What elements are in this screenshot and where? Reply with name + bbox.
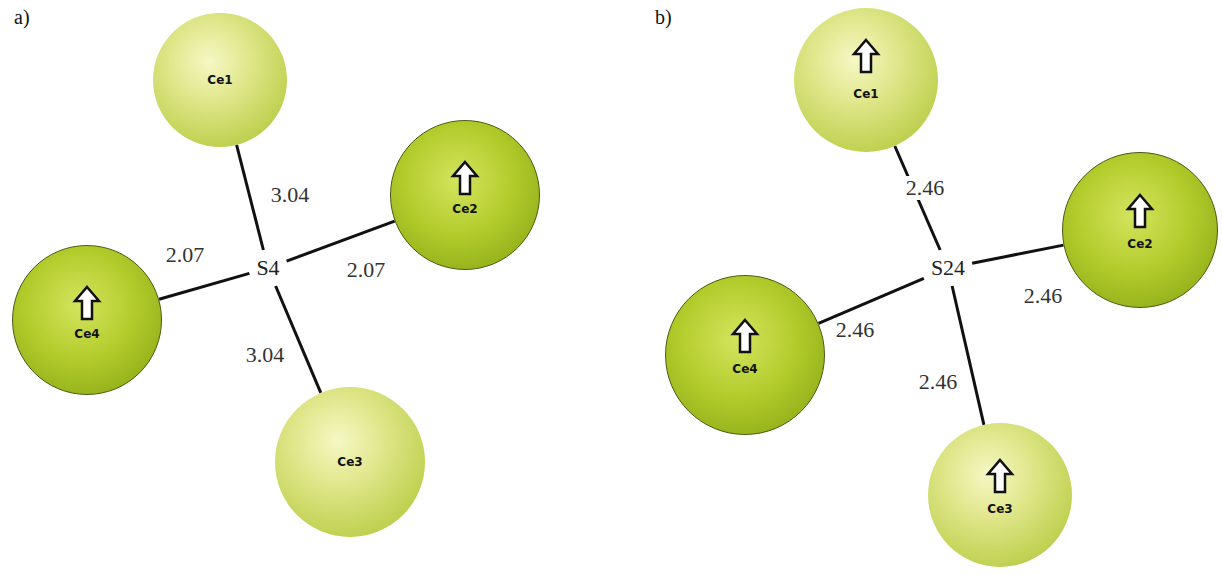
atom-label: Ce2: [1127, 237, 1152, 251]
atom-label: Ce3: [337, 455, 362, 469]
bond-length: 2.46: [904, 176, 947, 200]
bond-line: [159, 273, 249, 299]
cerium-atom: Ce2: [390, 120, 540, 270]
atom-label: Ce1: [207, 73, 232, 87]
atom-label: Ce3: [987, 502, 1012, 516]
atom-label: Ce4: [732, 362, 757, 376]
bond-line: [952, 286, 984, 425]
cerium-atom: Ce2: [1062, 152, 1218, 308]
bond-length: 3.04: [269, 183, 312, 207]
site-label: S4: [256, 255, 279, 280]
bond-line: [972, 245, 1063, 263]
site-label: S24: [931, 255, 965, 280]
atom-label: Ce1: [853, 87, 878, 101]
bond-line: [237, 145, 264, 250]
panel-label: b): [655, 6, 672, 29]
panel-label: a): [14, 6, 30, 29]
bond-length: 2.07: [164, 243, 207, 267]
bond-length: 2.46: [1022, 284, 1065, 308]
bond-line: [276, 286, 321, 393]
cerium-atom: Ce4: [12, 245, 162, 395]
bond-length: 3.04: [244, 343, 287, 367]
bond-line: [819, 278, 924, 323]
bond-line: [287, 221, 395, 261]
sulfur-site: S4: [252, 253, 283, 283]
bond-length: 2.46: [917, 370, 960, 394]
cerium-atom: Ce4: [665, 275, 825, 435]
bond-length: 2.07: [345, 258, 388, 282]
atom-label: Ce4: [74, 327, 99, 341]
sulfur-site: S24: [927, 253, 969, 283]
cerium-atom: Ce3: [928, 423, 1072, 567]
cerium-atom: Ce3: [275, 387, 425, 537]
cerium-atom: Ce1: [794, 8, 938, 152]
atom-label: Ce2: [452, 202, 477, 216]
cerium-atom: Ce1: [153, 13, 287, 147]
bond-length: 2.46: [834, 318, 877, 342]
